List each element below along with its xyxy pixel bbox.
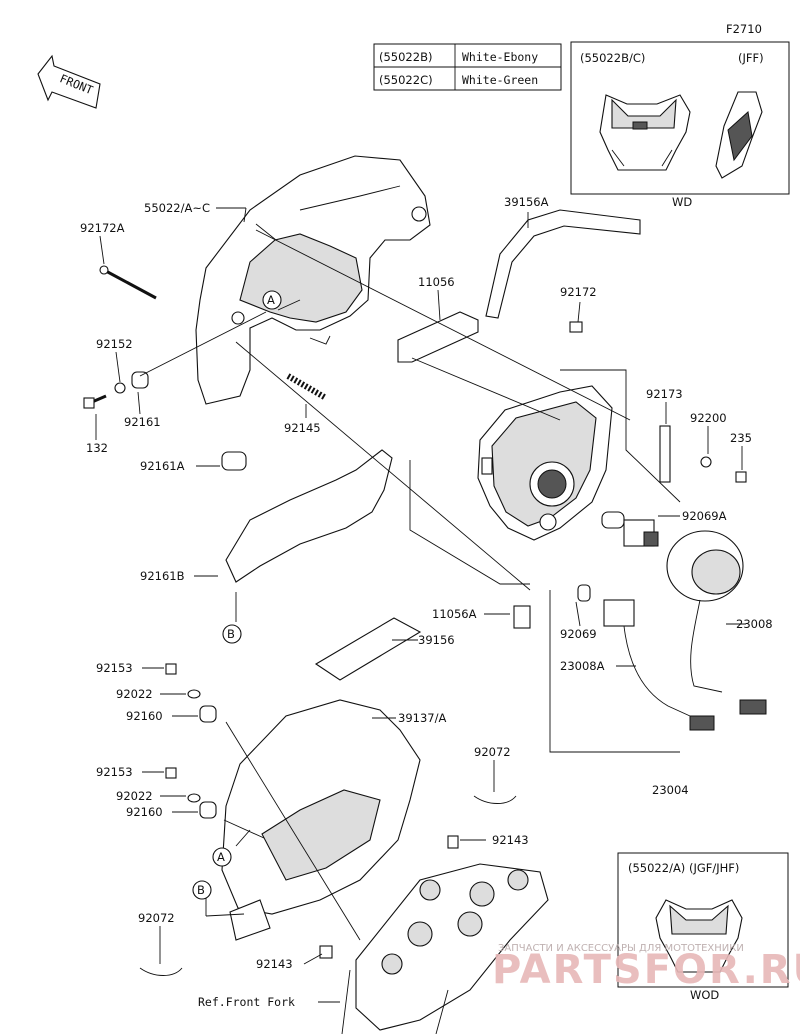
triple-clamp-part (341, 863, 549, 1034)
label-39156: 39156 (418, 633, 455, 647)
label-92069: 92069 (560, 627, 597, 641)
part-labels: 55022/A~C 92172A 92152 132 92161 92145 9… (80, 195, 773, 1009)
label-92160-a: 92160 (126, 709, 163, 723)
label-132: 132 (86, 441, 108, 455)
inset-wd-title: (55022B/C) (580, 51, 645, 65)
label-92161: 92161 (124, 415, 161, 429)
stay-39137 (221, 699, 421, 941)
label-55022: 55022/A~C (144, 201, 210, 215)
figure-code: F2710 (726, 22, 762, 36)
reference-markers: A B A B (192, 290, 282, 900)
cowl-part (195, 155, 431, 405)
label-23008a: 23008A (560, 659, 605, 673)
variant-color-2: White-Green (462, 73, 538, 87)
label-92161b: 92161B (140, 569, 185, 583)
plate-92161b (225, 449, 393, 583)
label-92022-a: 92022 (116, 687, 153, 701)
label-92153-a: 92153 (96, 661, 133, 675)
bulb-cap-part (666, 530, 767, 715)
label-92143-b: 92143 (256, 957, 293, 971)
label-92145: 92145 (284, 421, 321, 435)
variant-code-2: (55022C) (379, 73, 433, 87)
inset-wd-market: (JFF) (738, 51, 764, 65)
label-92072-b: 92072 (138, 911, 175, 925)
inset-wd: (55022B/C) (JFF) WD (570, 41, 790, 209)
label-92022-b: 92022 (116, 789, 153, 803)
label-92153-b: 92153 (96, 765, 133, 779)
label-92173: 92173 (646, 387, 683, 401)
variant-code-1: (55022B) (379, 50, 432, 64)
label-39137: 39137/A (398, 711, 446, 725)
label-92143-a: 92143 (492, 833, 529, 847)
leader-lines (95, 207, 746, 1003)
ref-b-top: B (227, 627, 235, 641)
bracket-11056 (397, 311, 479, 363)
label-92072-a: 92072 (474, 745, 511, 759)
headlight-part (477, 385, 613, 541)
inset-wd-caption: WD (672, 195, 692, 209)
variant-table: (55022B) White-Ebony (55022C) White-Gree… (373, 43, 562, 91)
label-92161a: 92161A (140, 459, 185, 473)
tube-39156a (485, 209, 641, 319)
label-11056a: 11056A (432, 607, 477, 621)
label-92152: 92152 (96, 337, 133, 351)
watermark-line2: PARTSFOR.RU (492, 947, 800, 993)
inset-wod-title: (55022/A) (JGF/JHF) (628, 861, 739, 875)
ref-a-bottom: A (217, 850, 225, 864)
label-23008: 23008 (736, 617, 773, 631)
ref-a-top: A (267, 293, 275, 307)
front-arrow-icon: FRONT (37, 54, 101, 109)
label-39156a: 39156A (504, 195, 549, 209)
small-parts (83, 265, 747, 629)
label-92160-b: 92160 (126, 805, 163, 819)
variant-color-1: White-Ebony (462, 50, 538, 64)
label-92069a: 92069A (682, 509, 727, 523)
label-235: 235 (730, 431, 752, 445)
label-ref-front-fork: Ref.Front Fork (198, 995, 295, 1009)
bulb-92069 (577, 584, 715, 731)
label-11056: 11056 (418, 275, 455, 289)
gasket-39156 (314, 617, 422, 681)
bulb-92069a (601, 511, 659, 547)
watermark: ЗАПЧАСТИ И АКСЕССУАРЫ ДЛЯ МОТОТЕХНИКИ PA… (492, 943, 800, 993)
inset-wod: (55022/A) (JGF/JHF) WOD (617, 852, 789, 1002)
clips (139, 663, 517, 976)
ref-b-bottom: B (197, 883, 205, 897)
label-23004: 23004 (652, 783, 689, 797)
label-92172: 92172 (560, 285, 597, 299)
label-92200: 92200 (690, 411, 727, 425)
label-92172a: 92172A (80, 221, 125, 235)
inset-wod-caption: WOD (690, 988, 719, 1002)
watermark-line1: ЗАПЧАСТИ И АКСЕССУАРЫ ДЛЯ МОТОТЕХНИКИ (498, 943, 744, 954)
